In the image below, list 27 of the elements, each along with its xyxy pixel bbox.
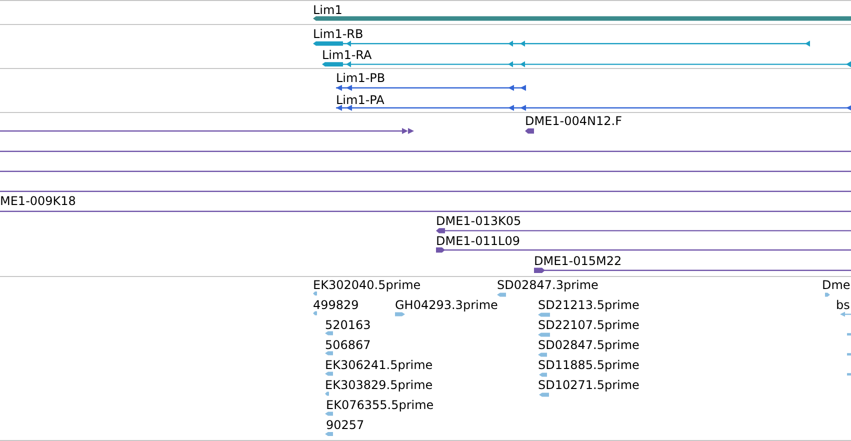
est-label: 90257 xyxy=(326,418,364,432)
protein-label: Lim1-PB xyxy=(336,71,386,85)
est-label: SD02847.5prime xyxy=(538,338,640,352)
est-label: EK303829.5prime xyxy=(325,378,433,392)
protein-label: Lim1-PA xyxy=(336,92,384,106)
est-label: bs xyxy=(836,298,850,312)
clone-label: DME1-011L09 xyxy=(436,234,520,248)
est-label: EK306241.5prime xyxy=(325,358,433,372)
est-label: 520163 xyxy=(325,318,371,332)
transcript-label: Lim1-RA xyxy=(322,48,372,62)
est-label: SD21213.5prime xyxy=(538,298,640,312)
est-label: EK076355.5prime xyxy=(326,398,434,412)
est-label: SD02847.3prime xyxy=(497,278,598,292)
est-label: 506867 xyxy=(325,338,371,352)
est-label: SD22107.5prime xyxy=(538,318,640,332)
clone-label: DME1-013K05 xyxy=(436,214,522,228)
est-label: 499829 xyxy=(313,298,359,312)
est-label: Dme xyxy=(822,278,850,292)
gene-label: Lim1 xyxy=(313,2,342,16)
est-label: SD10271.5prime xyxy=(538,378,640,392)
clone-label: DME1-015M22 xyxy=(534,254,622,268)
clone-label: ME1-009K18 xyxy=(0,194,76,208)
est-label: EK302040.5prime xyxy=(313,278,421,292)
transcript-label: Lim1-RB xyxy=(313,26,364,40)
clone-label: DME1-004N12.F xyxy=(525,114,622,128)
est-label: GH04293.3prime xyxy=(395,298,498,312)
est-label: SD11885.5prime xyxy=(538,358,640,372)
